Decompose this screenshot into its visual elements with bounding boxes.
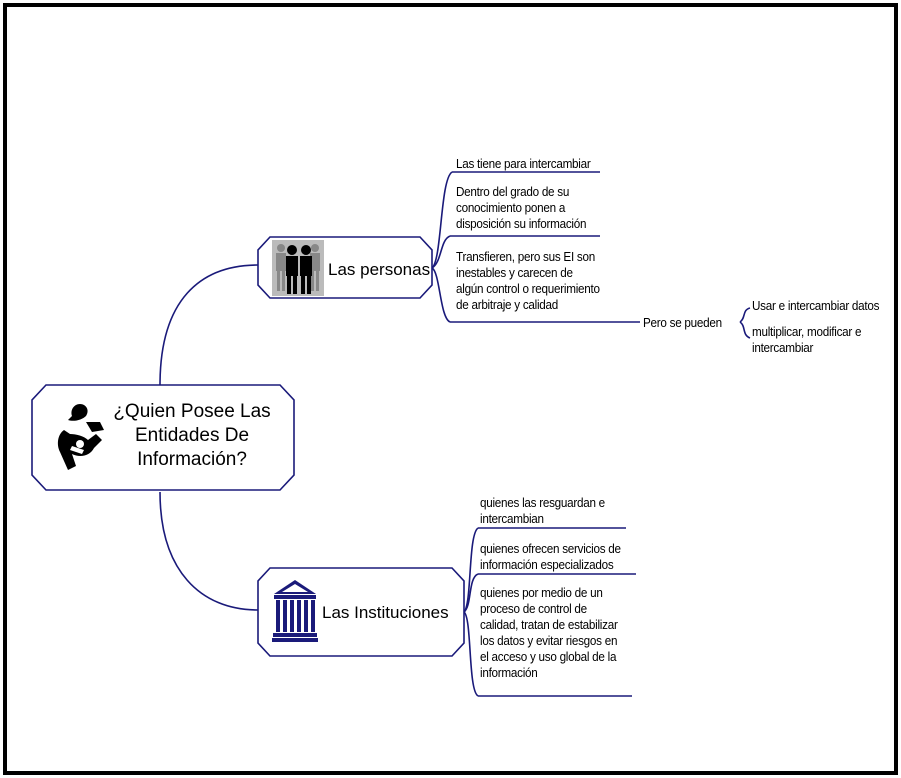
list-item: Dentro del grado de su conocimiento pone… — [456, 184, 587, 231]
connector-central-instituciones — [159, 491, 259, 611]
node-personas-label: Las personas — [328, 260, 431, 279]
handshake-icon — [57, 404, 104, 470]
central-topic: ¿Quien Posee Las Entidades De Informació… — [108, 400, 276, 472]
list-item: Las tiene para intercambiar — [456, 156, 591, 171]
node-instituciones-label: Las Instituciones — [322, 603, 449, 622]
list-item: quienes por medio de un proceso de contr… — [480, 585, 618, 680]
institution-building-icon — [272, 580, 318, 642]
personas-node-outline — [257, 236, 433, 299]
list-item: quienes las resguardan e intercambian — [480, 495, 605, 526]
instituciones-node-outline — [257, 567, 465, 657]
people-icon — [272, 240, 324, 296]
list-item: quienes ofrecen servicios de información… — [480, 541, 621, 572]
list-item: Usar e intercambiar datos — [752, 298, 880, 313]
list-item: Transfieren, pero sus EI son inestables … — [456, 249, 600, 312]
central-topic-line: Entidades De — [134, 425, 250, 446]
central-topic-line: Información? — [137, 449, 247, 470]
connector-central-personas — [159, 264, 259, 386]
sub-branch-label: Pero se pueden — [643, 315, 722, 330]
list-item: multiplicar, modificar e intercambiar — [752, 324, 862, 355]
central-node-outline — [31, 384, 295, 491]
central-topic-line: ¿Quien Posee Las — [113, 401, 271, 422]
